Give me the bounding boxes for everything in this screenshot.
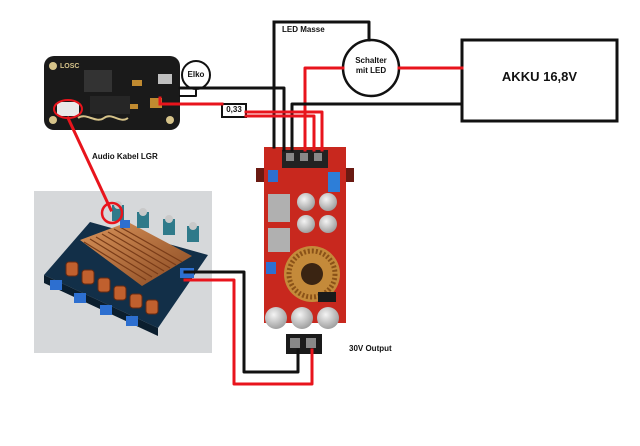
wire-audio [66, 116, 113, 212]
bt-board-marking: LOSC [60, 63, 79, 70]
heatsink [80, 222, 192, 286]
wire-bt-ground [178, 86, 286, 152]
label-schalter: Schalter [355, 56, 387, 65]
battery-box [460, 38, 619, 123]
wire-output-black [183, 270, 300, 374]
label-led-masse: LED Masse [282, 25, 325, 34]
amplifier-board-photo [34, 191, 212, 353]
wire-battery-ground [290, 102, 464, 152]
wire-output-red [183, 278, 314, 386]
boost-converter-board [256, 147, 354, 354]
label-output: 30V Output [349, 344, 392, 353]
label-audio-kabel: Audio Kabel LGR [92, 152, 158, 161]
wire-switch-converter [303, 66, 345, 152]
amp-inductors [65, 261, 159, 315]
potentiometers [112, 201, 199, 242]
label-elko: Elko [187, 70, 205, 79]
label-akku: AKKU 16,8V [501, 69, 578, 84]
bluetooth-board [44, 56, 180, 130]
audio-input-highlight [100, 201, 124, 225]
wires [66, 20, 464, 386]
label-resistor: 0,33 [226, 105, 242, 114]
label-mit-led: mit LED [355, 66, 387, 75]
